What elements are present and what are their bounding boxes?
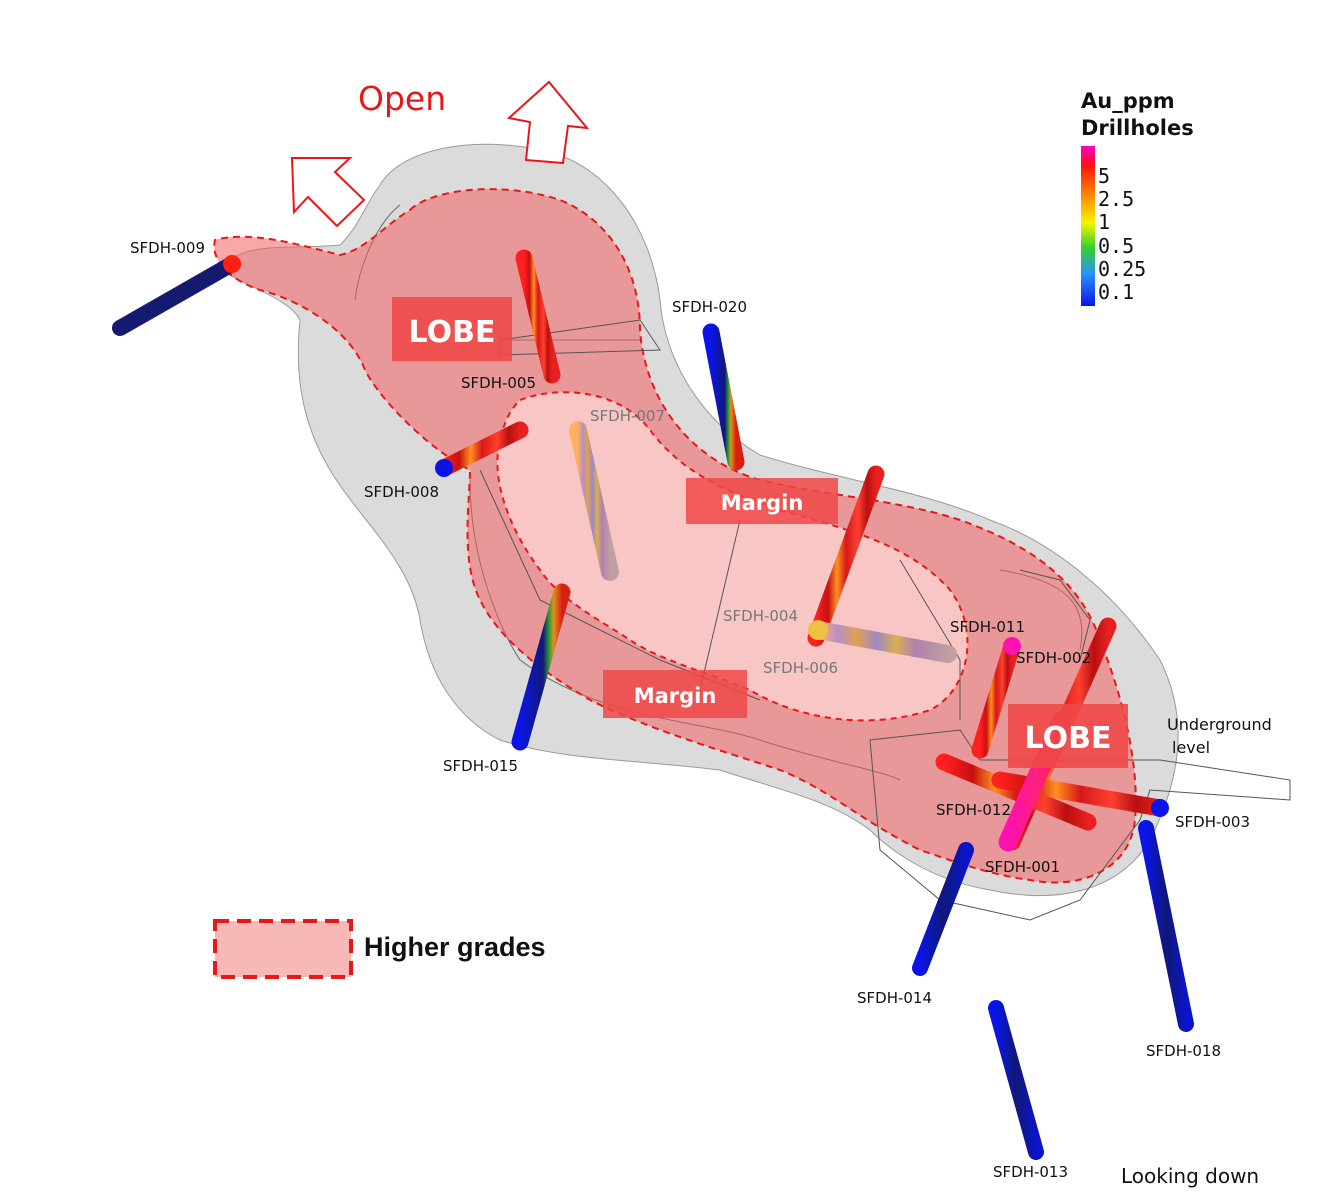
legend-title-line2: Drillholes <box>1081 116 1194 140</box>
open-arrow-north <box>506 80 590 165</box>
drillhole-trace-sfdh-012 <box>935 753 1097 831</box>
drillhole-trace-sfdh-014 <box>912 842 974 976</box>
open-arrow-west <box>290 157 366 228</box>
margin-tag-sw-box <box>603 670 747 718</box>
label-sfdh-007: SFDH-007 <box>590 407 665 425</box>
open-label: Open <box>358 79 446 118</box>
label-sfdh-008: SFDH-008 <box>364 483 439 501</box>
higher-grades-key-label: Higher grades <box>364 932 546 962</box>
margin-tag-ne-box <box>686 478 838 524</box>
drillhole-collar-sfdh-008 <box>435 459 453 477</box>
drillhole-trace-sfdh-013 <box>988 1000 1044 1160</box>
drillhole-trace-sfdh-006 <box>809 621 957 663</box>
drillhole-collar-sfdh-009 <box>223 255 241 273</box>
lobe-tag-se: LOBE <box>1025 721 1112 756</box>
view-direction-label: Looking down <box>1121 1164 1259 1188</box>
lobe-tag-nw-box <box>392 297 512 361</box>
drillhole-collar-sfdh-003 <box>1151 799 1169 817</box>
label-sfdh-014: SFDH-014 <box>857 989 932 1007</box>
lobe-tag-se-box <box>1008 704 1128 768</box>
legend-tick-5: 5 <box>1098 164 1110 188</box>
legend-tick-2-5: 2.5 <box>1098 187 1134 211</box>
drillhole-trace-sfdh-005 <box>515 249 561 384</box>
label-sfdh-001: SFDH-001 <box>985 858 1060 876</box>
drillhole-trace-sfdh-015 <box>511 583 571 751</box>
legend-color-bar <box>1081 146 1095 306</box>
legend-tick-0-1: 0.1 <box>1098 280 1134 304</box>
drillhole-collar-sfdh-011 <box>1003 637 1021 655</box>
drillhole-trace-sfdh-008 <box>435 421 529 477</box>
drillhole-trace-sfdh-004 <box>807 465 885 647</box>
label-sfdh-020: SFDH-020 <box>672 298 747 316</box>
label-sfdh-003: SFDH-003 <box>1175 813 1250 831</box>
label-sfdh-015: SFDH-015 <box>443 757 518 775</box>
drillhole-trace-sfdh-018 <box>1138 820 1194 1032</box>
legend-tick-1: 1 <box>1098 210 1110 234</box>
label-sfdh-009: SFDH-009 <box>130 239 205 257</box>
label-sfdh-011: SFDH-011 <box>950 618 1025 636</box>
underground-label-line1: Underground <box>1167 715 1272 734</box>
drillhole-trace-sfdh-009 <box>112 256 240 336</box>
drillhole-trace-sfdh-011 <box>971 637 1021 759</box>
margin-tag-ne: Margin <box>721 491 804 515</box>
legend-title-line1: Au_ppm <box>1081 89 1175 113</box>
au-ppm-legend: Au_ppm Drillholes 5 2.5 1 0.5 0.25 0.1 <box>1081 89 1194 306</box>
margin-tag-sw: Margin <box>634 684 717 708</box>
underground-level-outline <box>479 319 1291 921</box>
label-sfdh-018: SFDH-018 <box>1146 1042 1221 1060</box>
higher-grades-key-swatch <box>213 919 353 979</box>
label-sfdh-005: SFDH-005 <box>461 374 536 392</box>
lobe-tag-nw: LOBE <box>409 315 496 350</box>
label-sfdh-012: SFDH-012 <box>936 801 1011 819</box>
underground-label-line2: level <box>1172 738 1210 757</box>
legend-tick-0-5: 0.5 <box>1098 234 1134 258</box>
label-sfdh-006: SFDH-006 <box>763 659 838 677</box>
label-sfdh-013: SFDH-013 <box>993 1163 1068 1181</box>
drillhole-trace-sfdh-020 <box>702 323 745 471</box>
legend-tick-0-25: 0.25 <box>1098 257 1146 281</box>
drillhole-trace-sfdh-007 <box>569 421 619 581</box>
drillhole-collar-sfdh-006 <box>808 620 828 640</box>
label-sfdh-002: SFDH-002 <box>1016 649 1091 667</box>
label-sfdh-004: SFDH-004 <box>723 607 798 625</box>
